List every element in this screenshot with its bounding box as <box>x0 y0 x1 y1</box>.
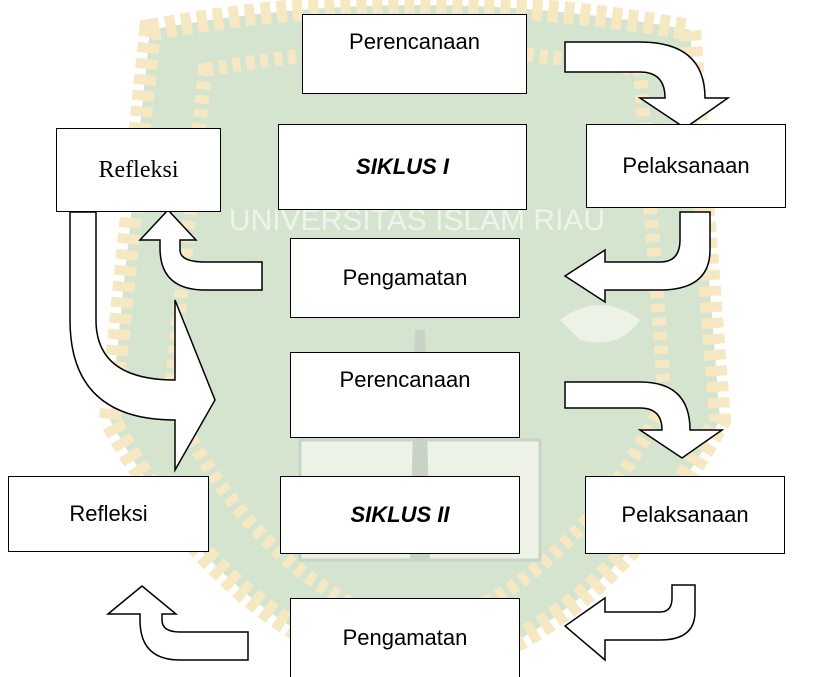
siklus2-perencanaan-label: Perencanaan <box>339 367 471 392</box>
siklus1-pelaksanaan-label: Pelaksanaan <box>622 153 750 178</box>
arrow-perencanaan-to-pelaksanaan-1 <box>564 41 731 129</box>
siklus1-perencanaan-box: Perencanaan <box>302 14 527 94</box>
arrow-pengamatan-to-refleksi-2 <box>105 585 249 661</box>
siklus1-center-label: SIKLUS I <box>356 154 449 179</box>
siklus1-perencanaan-label: Perencanaan <box>349 29 480 54</box>
arrow-pengamatan-to-refleksi-1 <box>138 208 263 291</box>
siklus2-center-box: SIKLUS II <box>280 476 520 554</box>
siklus2-refleksi-box: Refleksi <box>8 476 209 552</box>
arrow-pelaksanaan-to-pengamatan-2 <box>563 584 696 662</box>
siklus1-refleksi-label: Refleksi <box>98 156 179 183</box>
arrow-pelaksanaan-to-pengamatan-1 <box>563 211 711 304</box>
siklus2-pelaksanaan-box: Pelaksanaan <box>585 476 785 554</box>
siklus1-pengamatan-box: Pengamatan <box>290 238 520 318</box>
siklus2-perencanaan-box: Perencanaan <box>290 352 520 438</box>
arrow-refleksi-to-siklus2 <box>69 211 216 473</box>
siklus2-pengamatan-label: Pengamatan <box>342 625 468 650</box>
siklus2-pelaksanaan-label: Pelaksanaan <box>621 502 749 527</box>
siklus2-center-label: SIKLUS II <box>350 502 450 527</box>
siklus2-pengamatan-box: Pengamatan <box>290 598 520 677</box>
siklus1-pelaksanaan-box: Pelaksanaan <box>586 124 786 208</box>
siklus1-center-box: SIKLUS I <box>278 124 527 210</box>
siklus1-refleksi-box: Refleksi <box>56 128 221 212</box>
arrow-perencanaan-to-pelaksanaan-2 <box>564 381 725 459</box>
siklus2-refleksi-label: Refleksi <box>69 501 148 526</box>
siklus1-pengamatan-label: Pengamatan <box>342 265 468 290</box>
